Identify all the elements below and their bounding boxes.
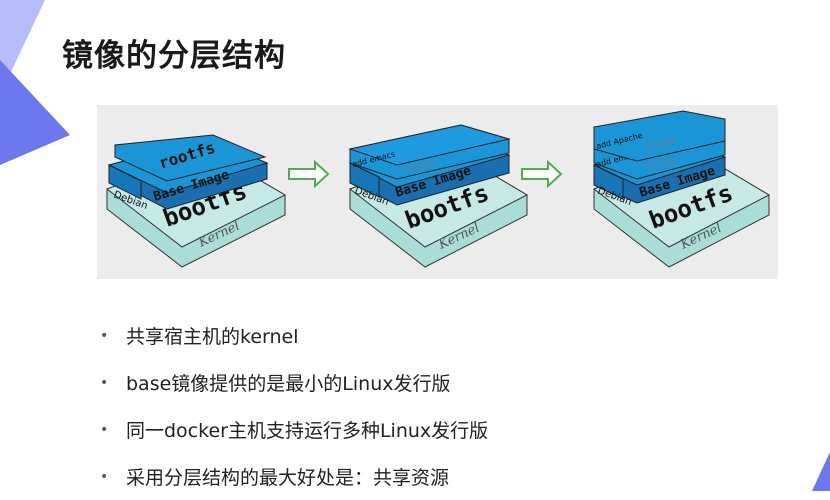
bullet-text: 共享宿主机的kernel bbox=[126, 326, 299, 348]
rootfs-layer: rootfs bbox=[114, 134, 267, 182]
stage-3: Kernel bootfs Debian Base Image add emac… bbox=[592, 110, 771, 268]
list-item: • 共享宿主机的kernel bbox=[100, 312, 488, 359]
bullet-dot-icon: • bbox=[100, 421, 109, 438]
stage-1: Kernel bootfs Debian Base Image rootfs bbox=[105, 134, 287, 268]
stage-2: Kernel bootfs Debian Base Image add emac… bbox=[348, 124, 529, 268]
list-item: • 采用分层结构的最大好处是：共享资源 bbox=[100, 453, 488, 500]
bullet-dot-icon: • bbox=[100, 468, 109, 485]
bullet-dot-icon: • bbox=[100, 374, 109, 391]
list-item: • 同一docker主机支持运行多种Linux发行版 bbox=[100, 406, 488, 453]
emacs-layer: add emacs Image bbox=[348, 124, 511, 180]
arrow-icon bbox=[521, 159, 563, 189]
apache-layer: add Apache Image bbox=[593, 110, 726, 162]
page-title: 镜像的分层结构 bbox=[62, 38, 286, 74]
bullet-text: base镜像提供的是最小的Linux发行版 bbox=[126, 373, 451, 395]
bullet-list: • 共享宿主机的kernel • base镜像提供的是最小的Linux发行版 • 同一… bbox=[100, 312, 488, 500]
list-item: • base镜像提供的是最小的Linux发行版 bbox=[100, 359, 488, 406]
layer-diagram-svg: Kernel bootfs Debian Base Image rootfs K… bbox=[105, 110, 771, 268]
bullet-text: 同一docker主机支持运行多种Linux发行版 bbox=[126, 420, 489, 442]
bullet-text: 采用分层结构的最大好处是：共享资源 bbox=[126, 467, 450, 489]
layer-diagram: Kernel bootfs Debian Base Image rootfs K… bbox=[97, 105, 778, 279]
bullet-dot-icon: • bbox=[100, 327, 109, 344]
arrow-icon bbox=[288, 159, 330, 189]
corner-decoration-top-left bbox=[0, 0, 70, 165]
